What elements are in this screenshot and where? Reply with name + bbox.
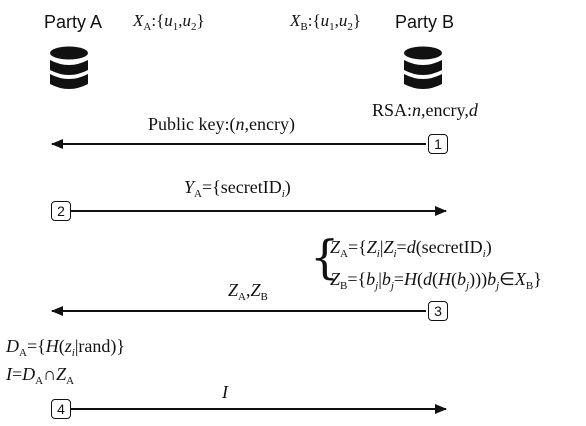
step-4-message: I — [222, 382, 228, 402]
step-3-equation-zb: ZB={bj|bj=H(d(H(bj)))bj∈XB} — [330, 269, 542, 292]
step-4-equation-i: I=DA∩ZA — [6, 364, 75, 387]
step-4-equation-da: DA={H(zi|rand)} — [6, 336, 126, 359]
party-b-set: XB:{u1,u2} — [290, 11, 362, 33]
database-icon — [404, 46, 442, 89]
party-b-label: Party B — [395, 12, 455, 32]
party-a-label: Party A — [44, 12, 103, 32]
step-2-message: YA={secretIDi) — [184, 177, 291, 200]
database-icon — [50, 46, 88, 89]
step-4-badge: 4 — [51, 399, 71, 419]
equation-brace: { — [310, 230, 340, 284]
step-1-message: Public key:(n,encry) — [148, 114, 295, 134]
step-3-badge: 3 — [428, 301, 448, 321]
step-3-message: ZA,ZB — [228, 280, 268, 303]
step-1-badge: 1 — [428, 134, 448, 154]
step-3-equation-za: ZA={Zi|Zi=d(secretIDi) — [330, 237, 492, 260]
party-a-set: XA:{u1,u2} — [133, 11, 205, 33]
rsa-label: RSA:n,encry,d — [372, 100, 478, 120]
step-2-badge: 2 — [51, 201, 71, 221]
